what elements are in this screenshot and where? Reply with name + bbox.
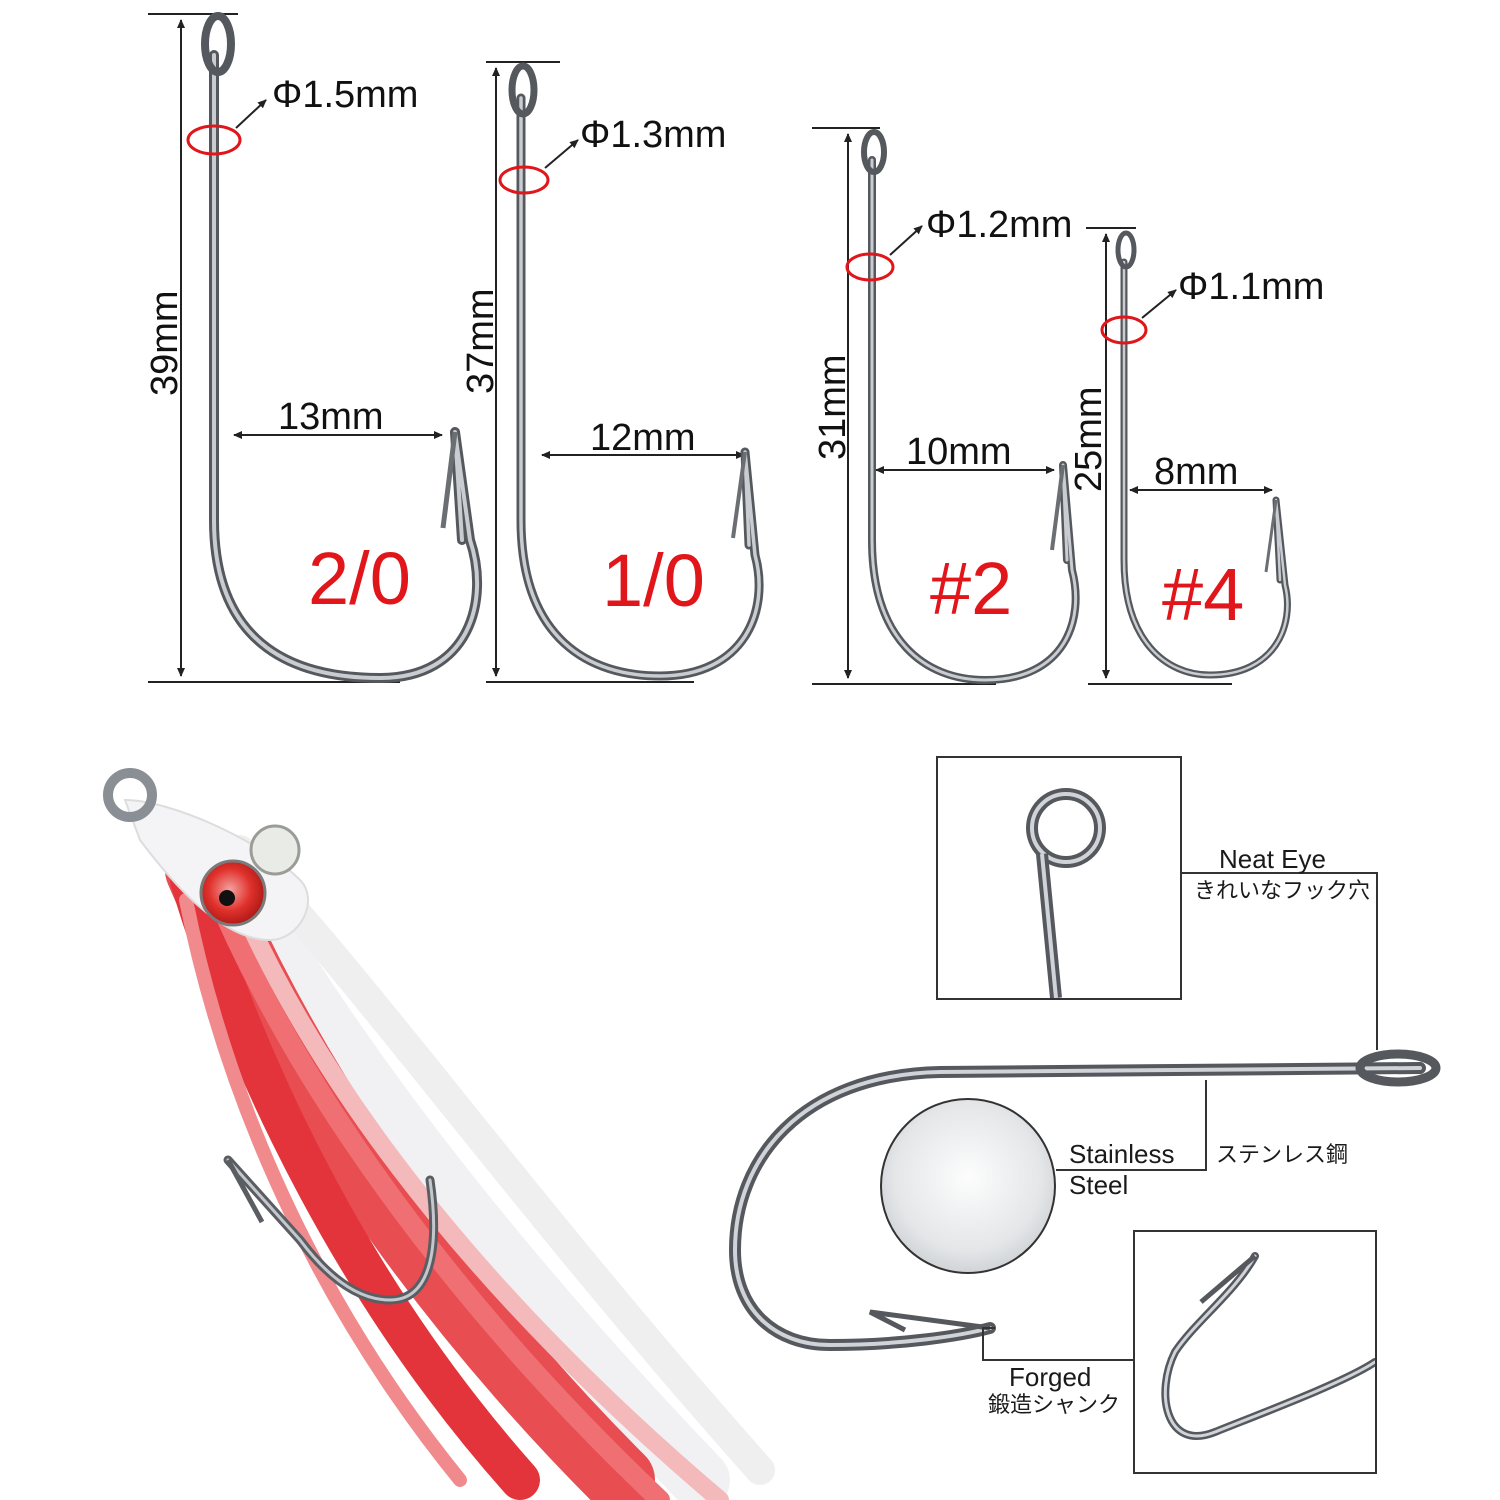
length-1-0: 37mm [460, 288, 502, 394]
steel-texture-disc [880, 1098, 1056, 1274]
feature-callouts [729, 872, 1441, 1361]
neat-eye-label: Neat Eye [1219, 844, 1326, 874]
hook-size-chart [148, 12, 1291, 685]
hook-4-drawing [1088, 227, 1291, 685]
point-closeup-panel [1133, 1230, 1379, 1474]
wire-diameter-2-0: Φ1.5mm [272, 74, 419, 116]
length-2: 31mm [812, 354, 854, 460]
lure-photo [103, 768, 775, 1500]
size-label-4: #4 [1162, 553, 1245, 636]
wire-diameter-4: Φ1.1mm [1178, 266, 1325, 308]
forged-label-jp: 鍛造シャンク [988, 1392, 1121, 1417]
size-label-1-0: 1/0 [602, 539, 705, 622]
size-label-2: #2 [930, 547, 1013, 630]
wire-diameter-2: Φ1.2mm [926, 204, 1073, 246]
eye-closeup-image [1026, 788, 1106, 999]
stainless-label-line2: Steel [1069, 1170, 1129, 1200]
point-closeup-image [1161, 1252, 1379, 1440]
length-4: 25mm [1068, 386, 1110, 492]
gap-width-2: 10mm [906, 431, 1012, 473]
hook-2-drawing [812, 127, 1126, 685]
hook-2-0-drawing [148, 12, 483, 683]
size-label-2-0: 2/0 [308, 537, 411, 620]
forged-label: Forged [1009, 1362, 1092, 1392]
length-2-0: 39mm [144, 290, 186, 396]
neat-eye-label-jp: きれいなフック穴 [1194, 878, 1371, 903]
gap-width-4: 8mm [1154, 451, 1239, 493]
gap-width-1-0: 12mm [590, 417, 696, 459]
wire-diameter-1-0: Φ1.3mm [580, 114, 727, 156]
stainless-label-jp: ステンレス鋼 [1216, 1142, 1349, 1167]
stainless-label-line1: Stainless [1069, 1139, 1175, 1169]
gap-width-2-0: 13mm [278, 396, 384, 438]
eye-closeup-panel [936, 756, 1182, 1000]
hook-1-0-drawing [486, 61, 764, 683]
